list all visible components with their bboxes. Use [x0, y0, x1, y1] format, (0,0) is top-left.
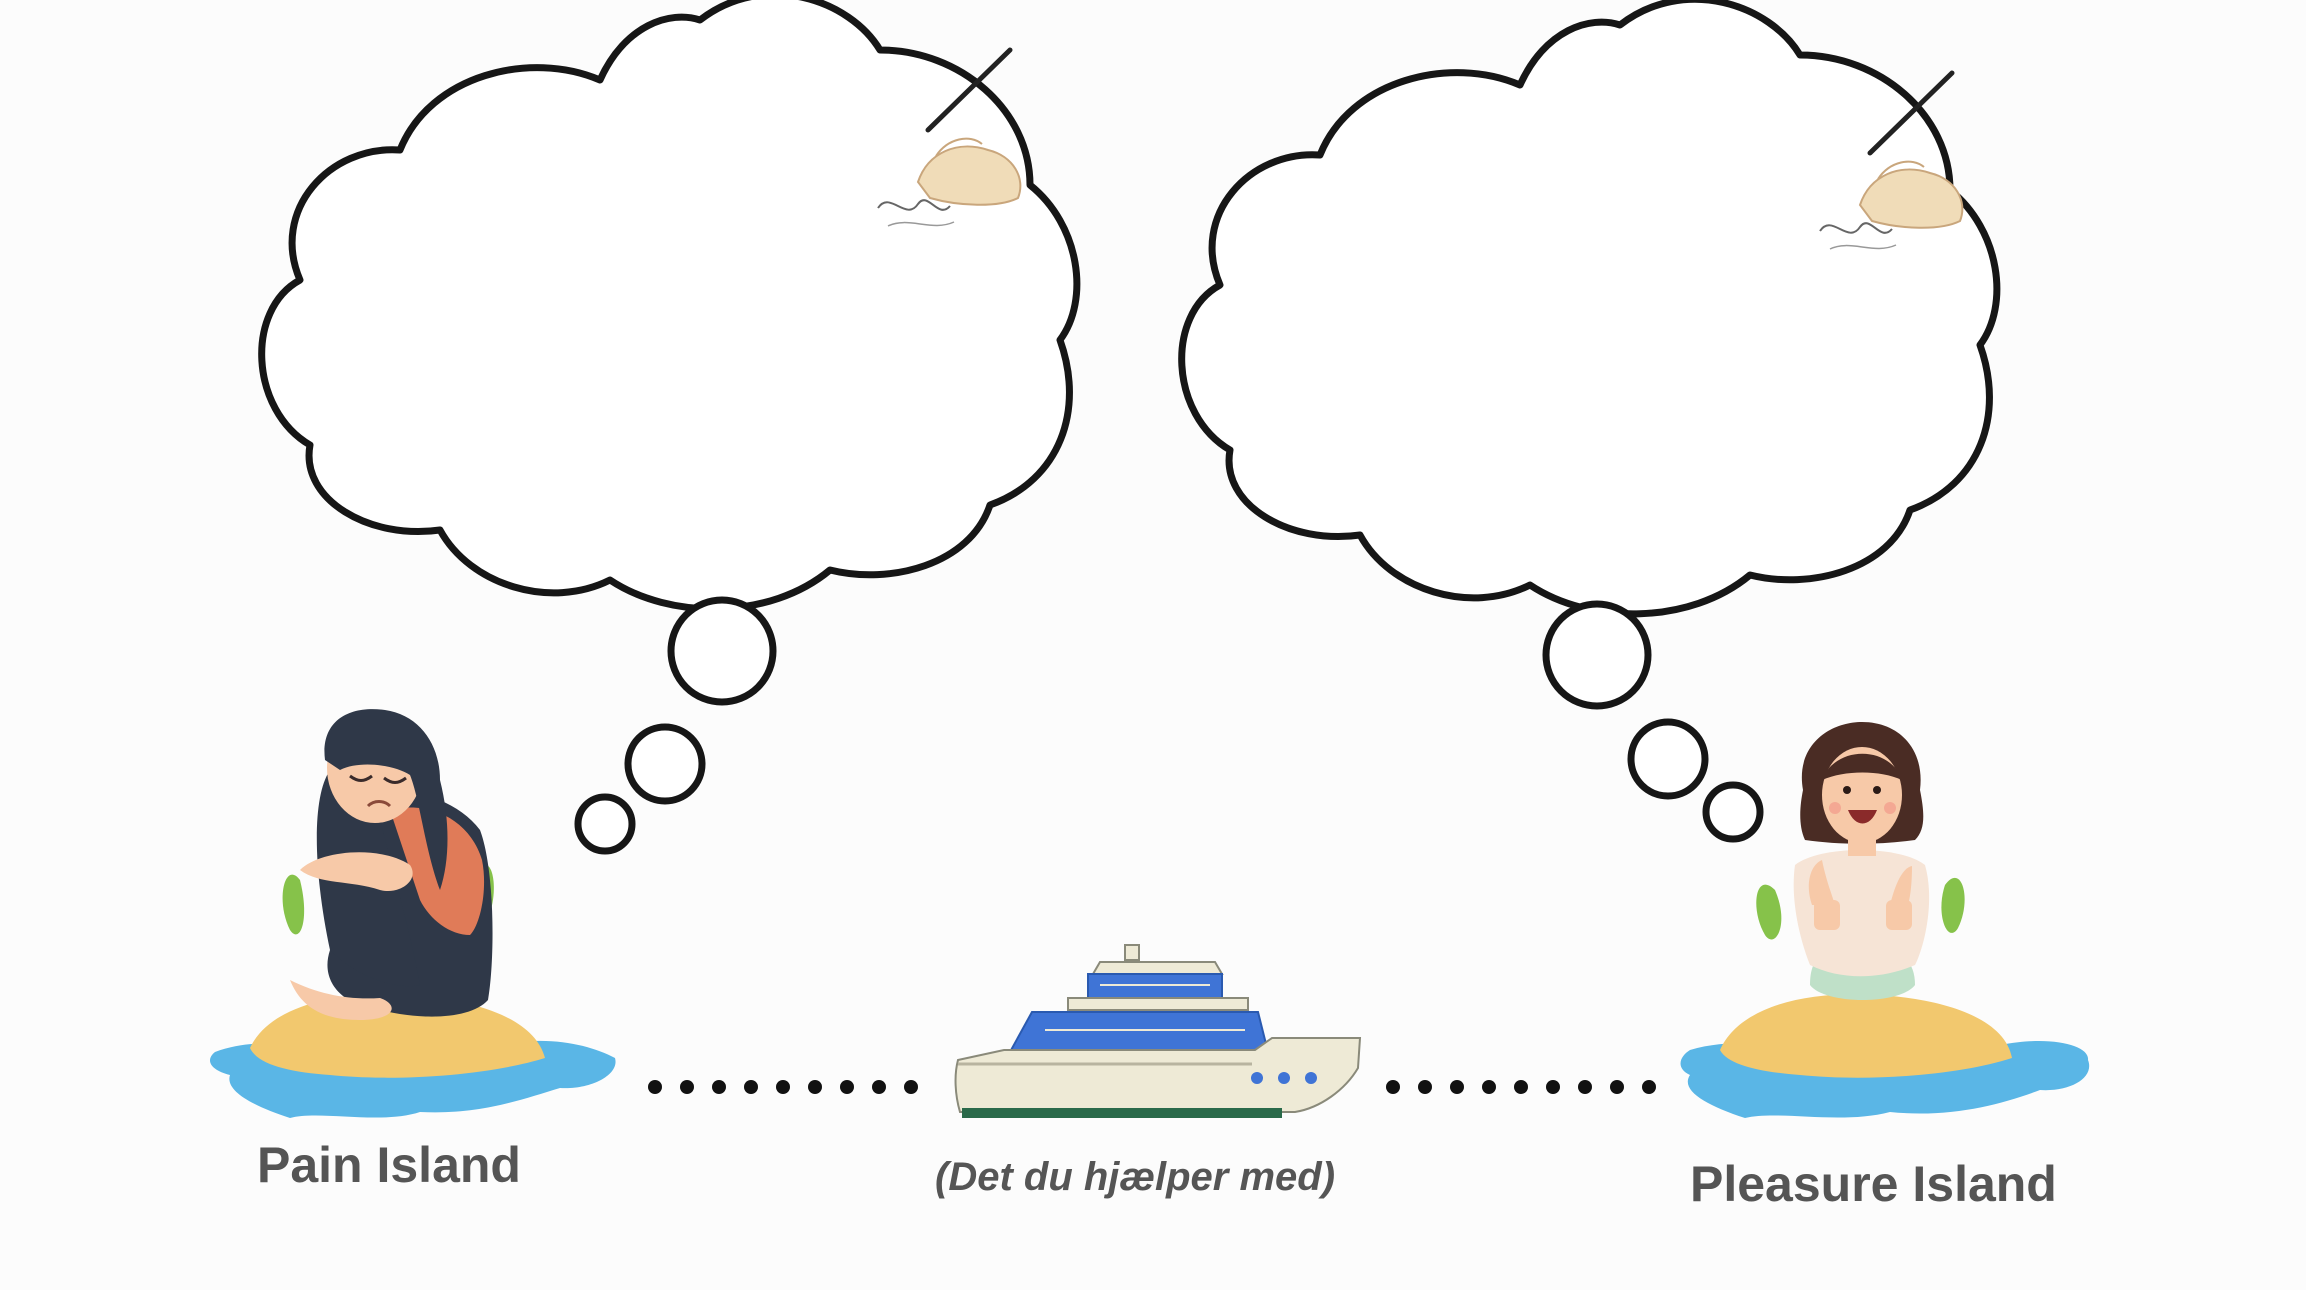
- path-dot: [840, 1080, 854, 1094]
- path-dot: [904, 1080, 918, 1094]
- pleasure-island-label: Pleasure Island: [1690, 1156, 2057, 1212]
- path-dot: [680, 1080, 694, 1094]
- plant-leaf-icon: [1756, 884, 1782, 940]
- path-dot: [1418, 1080, 1432, 1094]
- pleasure-island-illustration: [1680, 722, 2090, 1118]
- path-dot: [776, 1080, 790, 1094]
- path-dot: [1642, 1080, 1656, 1094]
- path-dot: [808, 1080, 822, 1094]
- path-dot: [1450, 1080, 1464, 1094]
- island-icon: [1720, 994, 2012, 1078]
- path-dot: [1514, 1080, 1528, 1094]
- dotted-path-right: [1386, 1080, 1656, 1094]
- thought-bubble-medium: [1627, 718, 1709, 800]
- thought-cloud-icon: [1182, 0, 1997, 614]
- left-thought-cloud: [262, 0, 1077, 855]
- thought-bubble-large: [1542, 600, 1652, 710]
- sad-woman-icon: [290, 709, 493, 1020]
- plant-leaf-icon: [1941, 877, 1965, 933]
- pain-island-illustration: [210, 709, 616, 1118]
- boat-caption: (Det du hjælper med): [935, 1155, 1336, 1199]
- path-dot: [1610, 1080, 1624, 1094]
- pain-island-label: Pain Island: [257, 1137, 521, 1193]
- right-thought-cloud: [1182, 0, 1997, 843]
- thought-bubble-large: [667, 596, 777, 706]
- path-dot: [1482, 1080, 1496, 1094]
- path-dot: [712, 1080, 726, 1094]
- dotted-path-left: [648, 1080, 918, 1094]
- happy-woman-icon: [1793, 722, 1930, 1000]
- boat-icon: [954, 944, 1362, 1118]
- plant-leaf-icon: [282, 874, 305, 935]
- island-icon: [250, 994, 545, 1078]
- path-dot: [1546, 1080, 1560, 1094]
- thought-bubble-small: [574, 793, 636, 855]
- path-dot: [648, 1080, 662, 1094]
- path-dot: [1578, 1080, 1592, 1094]
- thought-bubble-small: [1702, 781, 1764, 843]
- thought-cloud-icon: [262, 0, 1077, 609]
- path-dot: [872, 1080, 886, 1094]
- path-dot: [744, 1080, 758, 1094]
- path-dot: [1386, 1080, 1400, 1094]
- thought-bubble-medium: [624, 723, 706, 805]
